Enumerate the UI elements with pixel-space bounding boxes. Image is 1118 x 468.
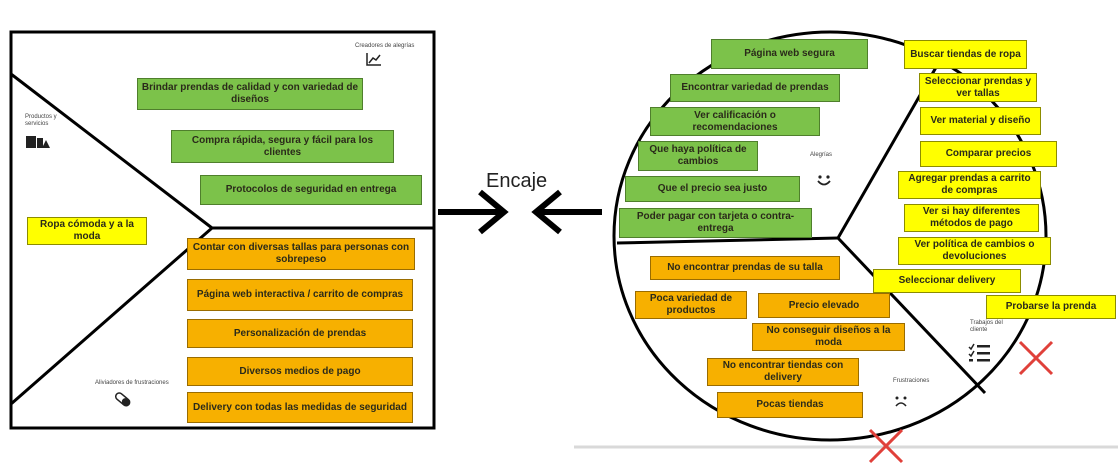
job-note: Ver política de cambios o devoluciones (898, 237, 1051, 265)
gain-creators-label: Creadores de alegrías (355, 43, 415, 49)
job-note: Ver material y diseño (920, 107, 1041, 135)
job-note: Agregar prendas a carrito de compras (898, 171, 1041, 199)
job-note: Ver si hay diferentes métodos de pago (904, 204, 1039, 232)
pain-note: No encontrar tiendas con delivery (707, 358, 859, 386)
chart-icon (366, 52, 382, 66)
gain-creator-note: Brindar prendas de calidad y con varieda… (137, 78, 363, 110)
gain-creator-note: Protocolos de seguridad en entrega (200, 175, 422, 205)
pain-reliever-note: Delivery con todas las medidas de seguri… (187, 392, 413, 423)
fit-arrows (438, 189, 602, 235)
product-note: Ropa cómoda y a la moda (27, 217, 147, 245)
pain-relievers-label: Aliviadores de frustraciones (95, 380, 169, 386)
gain-note: Ver calificación o recomendaciones (650, 107, 820, 136)
pain-note: No encontrar prendas de su talla (650, 256, 840, 280)
gains-label: Alegrías (810, 152, 833, 158)
job-note: Seleccionar delivery (873, 269, 1021, 293)
pain-note: Pocas tiendas (717, 392, 863, 418)
pain-reliever-note: Diversos medios de pago (187, 357, 413, 386)
pains-label: Frustraciones (893, 378, 930, 384)
cross-mark-icon (1018, 340, 1054, 376)
job-note: Probarse la prenda (986, 295, 1116, 319)
fit-label: Encaje (486, 170, 548, 192)
pain-reliever-note: Contar con diversas tallas para personas… (187, 238, 415, 270)
gain-note: Que haya política de cambios (638, 141, 758, 171)
job-note: Seleccionar prendas y ver tallas (919, 73, 1037, 102)
pain-note: Poca variedad de productos (635, 291, 747, 319)
gain-note: Página web segura (711, 39, 868, 69)
products-label: Productos y servicios (25, 114, 57, 127)
gain-creator-note: Compra rápida, segura y fácil para los c… (171, 130, 394, 163)
pill-icon (113, 391, 133, 407)
job-note: Buscar tiendas de ropa (904, 40, 1027, 69)
frown-icon (893, 394, 909, 408)
pain-note: No conseguir diseños a la moda (752, 323, 905, 351)
job-note: Comparar precios (920, 141, 1057, 167)
pain-reliever-note: Personalización de prendas (187, 319, 413, 348)
pain-reliever-note: Página web interactiva / carrito de comp… (187, 279, 413, 311)
checklist-icon (968, 343, 992, 363)
gain-note: Que el precio sea justo (625, 176, 800, 202)
gain-note: Poder pagar con tarjeta o contra-entrega (619, 208, 812, 238)
pain-note: Precio elevado (758, 293, 890, 318)
gain-note: Encontrar variedad de prendas (670, 74, 840, 102)
jobs-label: Trabajos del cliente (970, 320, 1003, 333)
gift-icon (26, 134, 50, 148)
cross-mark-icon (868, 428, 904, 464)
smile-icon (815, 171, 833, 189)
